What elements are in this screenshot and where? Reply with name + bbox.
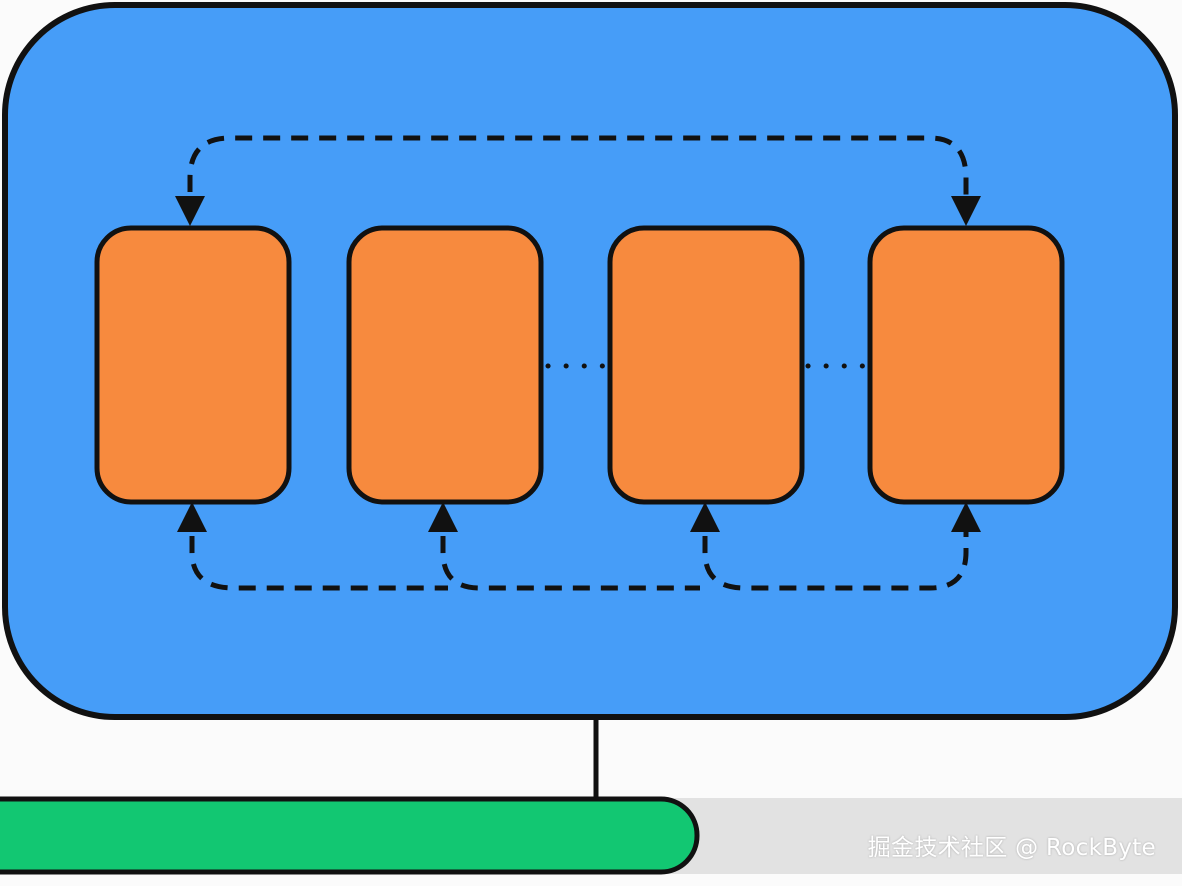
bottom-connector-3-4 [690,502,981,591]
block-2 [346,225,544,505]
top-loop-connector [175,135,981,226]
block-4 [867,225,1065,505]
main-panel [2,2,1178,720]
block-3 [607,225,805,505]
block-1 [94,225,292,505]
watermark: 掘金技术社区 @ RockByte [867,835,1156,861]
progress-fill [0,796,700,875]
